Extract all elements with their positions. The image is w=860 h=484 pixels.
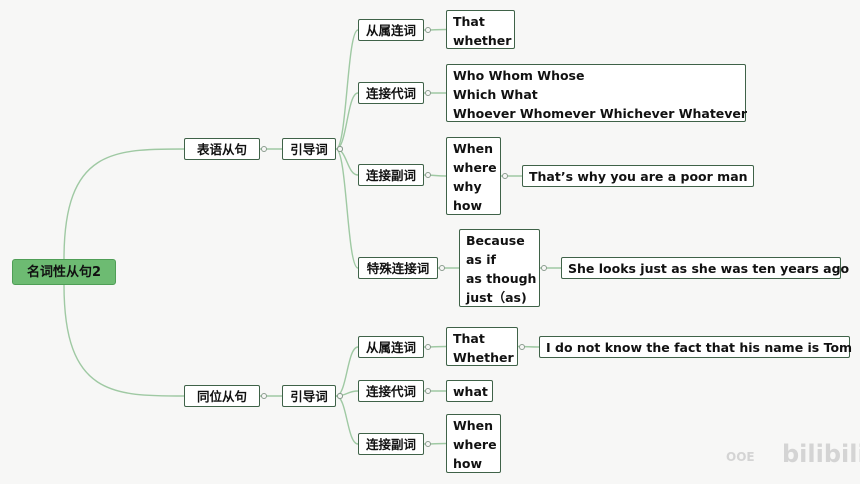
branch-predicative-clause[interactable]: 表语从句	[184, 138, 260, 160]
watermark-bilibili-logo: bilibili	[782, 440, 860, 468]
connector-line	[63, 148, 185, 260]
word-list-box[interactable]: Who Whom Whose Which What Whoever Whomev…	[446, 64, 748, 122]
word-item: Whether	[453, 350, 514, 365]
collapse-toggle-icon[interactable]	[425, 90, 431, 96]
word-list-box[interactable]: what	[446, 380, 493, 402]
word-item: where	[453, 437, 497, 452]
word-item: That	[453, 14, 485, 29]
word-item: Who Whom Whose	[453, 68, 585, 83]
word-item: as though	[466, 271, 537, 286]
word-item: When	[453, 418, 494, 433]
word-list-box[interactable]: Because as if as though just（as)	[459, 229, 540, 307]
group-connective-adverb[interactable]: 连接副词	[358, 433, 424, 455]
word-list-box[interactable]: When where why how	[446, 137, 501, 215]
word-item: how	[453, 456, 483, 471]
guide-words-node[interactable]: 引导词	[282, 385, 336, 407]
connector-line	[335, 395, 359, 445]
collapse-toggle-icon[interactable]	[541, 265, 547, 271]
word-item: whether	[453, 33, 512, 48]
word-item: how	[453, 198, 483, 213]
word-item: Which What	[453, 87, 538, 102]
watermark-left: OOE	[726, 450, 755, 464]
connector-line	[335, 29, 359, 150]
word-list-box[interactable]: That Whether	[446, 327, 518, 366]
collapse-toggle-icon[interactable]	[502, 173, 508, 179]
root-topic[interactable]: 名词性从句2	[12, 259, 116, 285]
group-special-connective[interactable]: 特殊连接词	[358, 257, 438, 279]
group-connective-adverb[interactable]: 连接副词	[358, 164, 424, 186]
example-sentence[interactable]: I do not know the fact that his name is …	[539, 336, 852, 358]
example-sentence[interactable]: She looks just as she was ten years ago	[561, 257, 849, 279]
example-sentence[interactable]: That’s why you are a poor man	[522, 165, 754, 187]
group-subordinating-conjunction[interactable]: 从属连词	[358, 336, 424, 358]
collapse-toggle-icon[interactable]	[337, 393, 343, 399]
collapse-toggle-icon[interactable]	[425, 27, 431, 33]
branch-appositive-clause[interactable]: 同位从句	[184, 385, 260, 407]
collapse-toggle-icon[interactable]	[261, 146, 267, 152]
word-item: That	[453, 331, 485, 346]
connector-line	[335, 92, 359, 150]
group-subordinating-conjunction[interactable]: 从属连词	[358, 19, 424, 41]
word-list-box[interactable]: That whether	[446, 10, 515, 49]
group-connective-pronoun[interactable]: 连接代词	[358, 380, 424, 402]
word-item: Whoever Whomever Whichever Whatever	[453, 106, 748, 121]
collapse-toggle-icon[interactable]	[425, 388, 431, 394]
connector-line	[335, 148, 359, 269]
group-connective-pronoun[interactable]: 连接代词	[358, 82, 424, 104]
word-item: where	[453, 160, 497, 175]
collapse-toggle-icon[interactable]	[261, 393, 267, 399]
collapse-toggle-icon[interactable]	[425, 344, 431, 350]
collapse-toggle-icon[interactable]	[337, 146, 343, 152]
word-item: as if	[466, 252, 496, 267]
collapse-toggle-icon[interactable]	[439, 265, 445, 271]
collapse-toggle-icon[interactable]	[425, 441, 431, 447]
collapse-toggle-icon[interactable]	[425, 172, 431, 178]
word-item: When	[453, 141, 494, 156]
guide-words-node[interactable]: 引导词	[282, 138, 336, 160]
connector-line	[63, 284, 185, 397]
collapse-toggle-icon[interactable]	[519, 343, 525, 350]
word-item: Because	[466, 233, 525, 248]
connector-line	[335, 346, 359, 397]
word-item: just（as)	[466, 290, 527, 305]
word-item: why	[453, 179, 482, 194]
word-list-box[interactable]: When where how	[446, 414, 501, 473]
